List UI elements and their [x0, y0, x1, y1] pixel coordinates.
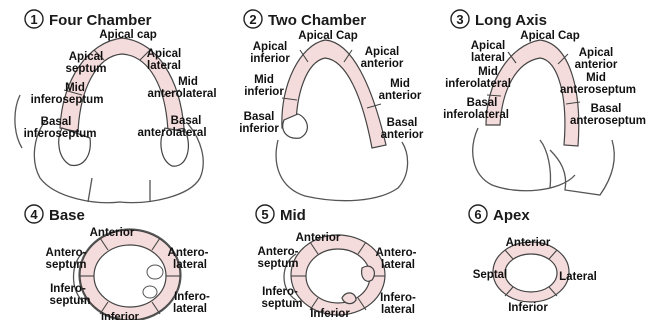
label-anteroseptum-2: septum	[258, 258, 299, 270]
view-number: 2	[249, 12, 256, 27]
label-inferior: Inferior	[508, 302, 548, 314]
label-anterolateral-2: lateral	[173, 259, 207, 271]
label-anterolateral: Antero-	[376, 247, 417, 259]
label-basal-inferoseptum-2: inferoseptum	[24, 128, 97, 140]
label-mid-inferoseptum-2: inferoseptum	[31, 94, 104, 106]
apex-lumen	[505, 254, 557, 292]
view-title: Four Chamber	[49, 12, 152, 29]
papillary-muscle	[147, 265, 163, 279]
heart-outline	[473, 128, 575, 191]
label-apical-inferior: Apical	[253, 41, 288, 53]
label-inferoseptum: Infero-	[262, 286, 298, 298]
view-four-chamber: 1 Four Chamber Apical cap Apical septum …	[15, 10, 217, 203]
label-basal-inferolateral-2: inferolateral	[443, 109, 509, 121]
label-mid-inferolateral-2: inferolateral	[445, 78, 511, 90]
chamber-divider	[88, 178, 92, 202]
label-septal: Septal	[473, 269, 508, 281]
view-number: 3	[456, 12, 463, 27]
label-mid-anterolateral: Mid	[178, 76, 198, 88]
label-anteroseptum-2: septum	[46, 259, 87, 271]
label-basal-anterior-2: anterior	[381, 129, 424, 141]
label-basal-inferior-2: inferior	[239, 123, 279, 135]
view-title: Mid	[280, 207, 306, 224]
papillary-muscle	[143, 286, 157, 298]
label-basal-inferoseptum: Basal	[41, 116, 72, 128]
label-mid-anterior-2: anterior	[379, 90, 422, 102]
papillary-muscle	[362, 266, 375, 281]
label-inferolateral-2: lateral	[173, 303, 207, 315]
label-apical-anterior: Apical	[579, 47, 614, 59]
view-number: 5	[261, 207, 268, 222]
atrial-outline	[15, 95, 22, 148]
papillary-muscle	[342, 293, 356, 304]
label-apical-septum-2: septum	[66, 63, 107, 75]
label-mid-inferior-2: inferior	[244, 86, 284, 98]
view-long-axis: 3 Long Axis Apical Cap Apical lateral Ap…	[443, 10, 646, 195]
view-title: Base	[49, 207, 85, 224]
label-apical-inferior-2: inferior	[250, 53, 290, 65]
label-inferior: Inferior	[101, 311, 140, 320]
label-inferoseptum: Infero-	[50, 283, 86, 295]
label-apical-lateral-2: lateral	[147, 60, 181, 72]
label-apical-cap: Apical cap	[99, 29, 157, 41]
label-basal-anteroseptum-2: anteroseptum	[570, 115, 646, 127]
label-mid-inferoseptum: Mid	[65, 82, 85, 94]
label-apical-lateral: Apical	[471, 40, 506, 52]
label-inferoseptum-2: septum	[262, 298, 303, 310]
label-mid-anterolateral-2: anterolateral	[147, 88, 216, 100]
label-basal-inferolateral: Basal	[467, 97, 498, 109]
label-mid-anterior: Mid	[390, 78, 410, 90]
label-anterolateral-2: lateral	[381, 259, 415, 271]
label-mid-anteroseptum: Mid	[586, 72, 606, 84]
label-inferolateral: Infero-	[380, 292, 416, 304]
view-title: Apex	[493, 207, 530, 224]
label-inferolateral: Infero-	[174, 291, 210, 303]
view-mid: 5 Mid Anterior Antero- septum Antero- la…	[256, 205, 417, 320]
label-mid-inferolateral: Mid	[478, 66, 498, 78]
mid-lumen	[306, 249, 370, 303]
label-basal-anterolateral: Basal	[171, 115, 202, 127]
label-basal-anterior: Basal	[387, 117, 418, 129]
label-apical-septum: Apical	[69, 51, 104, 63]
view-title: Long Axis	[475, 12, 547, 29]
label-anterior: Anterior	[296, 232, 341, 244]
label-basal-anterolateral-2: anterolateral	[137, 127, 206, 139]
label-mid-inferior: Mid	[254, 74, 274, 86]
aortic-outline	[550, 140, 614, 195]
view-number: 4	[30, 207, 38, 222]
label-apical-anterior: Apical	[365, 46, 400, 58]
view-number: 6	[474, 207, 481, 222]
label-anterior: Anterior	[506, 237, 551, 249]
label-apical-anterior-2: anterior	[361, 58, 404, 70]
label-basal-anteroseptum: Basal	[591, 103, 622, 115]
label-anteroseptum: Antero-	[46, 247, 87, 259]
label-apical-lateral: Apical	[147, 48, 182, 60]
label-anteroseptum: Antero-	[258, 246, 299, 258]
heart-outline	[276, 140, 407, 201]
label-inferoseptum-2: septum	[50, 295, 91, 307]
label-apical-cap: Apical Cap	[520, 30, 579, 42]
label-inferior: Inferior	[310, 308, 350, 320]
label-apical-cap: Apical Cap	[298, 30, 357, 42]
label-basal-inferior: Basal	[244, 111, 275, 123]
label-apical-anterior-2: anterior	[575, 59, 618, 71]
view-base: 4 Base Anterior Antero- septum Antero- l…	[25, 205, 210, 320]
view-number: 1	[30, 12, 37, 27]
view-title: Two Chamber	[268, 12, 366, 29]
aortic-root-outline	[540, 140, 551, 188]
view-two-chamber: 2 Two Chamber Apical Cap Apical inferior…	[239, 10, 424, 201]
label-apical-lateral-2: lateral	[471, 52, 505, 64]
view-apex: 6 Apex Anterior Septal Lateral Inferior	[469, 205, 597, 314]
label-mid-anteroseptum-2: anteroseptum	[560, 84, 636, 96]
label-anterior: Anterior	[90, 227, 135, 239]
label-lateral: Lateral	[559, 271, 597, 283]
label-inferolateral-2: lateral	[381, 304, 415, 316]
label-anterolateral: Antero-	[168, 247, 209, 259]
